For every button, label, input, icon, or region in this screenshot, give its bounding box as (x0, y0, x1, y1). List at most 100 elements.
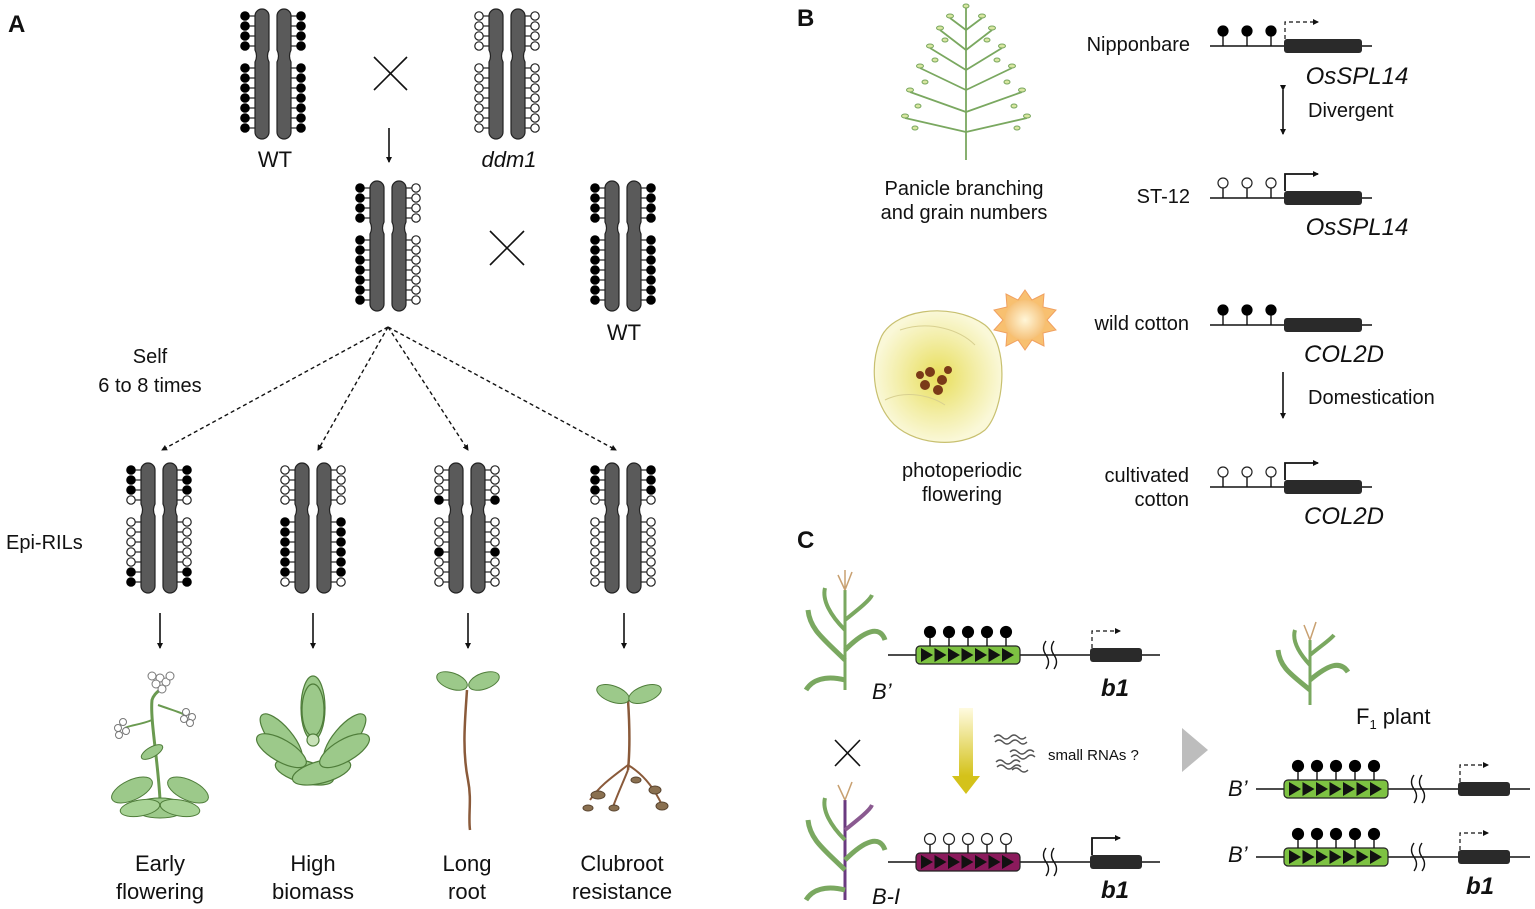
methylated-dot (590, 245, 600, 255)
methylated-dot (1265, 25, 1277, 37)
maize-plant-b-i (803, 781, 888, 902)
methylated-dot (296, 83, 306, 93)
unmethylated-dot (434, 557, 444, 567)
methylated-dot (434, 547, 444, 557)
methylated-dot (355, 193, 365, 203)
unmethylated-dot (474, 93, 484, 103)
methylated-dot (240, 11, 250, 21)
chromosome (391, 180, 407, 312)
chromosome-pair-wt (240, 8, 306, 140)
locus-f1-bottom (1256, 827, 1530, 872)
methylated-dot (923, 625, 937, 639)
phenotype-1-line2: flowering (116, 879, 204, 904)
unmethylated-dot (474, 31, 484, 41)
methylated-dot (590, 475, 600, 485)
repeat-triangle (1370, 782, 1382, 796)
methylated-dot (355, 285, 365, 295)
methylated-dot (336, 517, 346, 527)
unmethylated-dot (490, 567, 500, 577)
methylated-dot (280, 557, 290, 567)
methylated-dot (280, 517, 290, 527)
unmethylated-dot (434, 577, 444, 587)
repeat-triangle (921, 855, 933, 869)
chromosome (626, 462, 642, 594)
break-symbol (1042, 640, 1050, 670)
methylated-dot (590, 275, 600, 285)
panel-c-letter: C (797, 527, 814, 554)
gene-b1-f1: b1 (1466, 873, 1494, 900)
methylated-dot (355, 183, 365, 193)
methylated-dot (240, 113, 250, 123)
locus-f1-top (1256, 759, 1530, 804)
chromosome (294, 462, 310, 594)
methylated-dot (182, 567, 192, 577)
high-biomass-rosette-illustration (255, 675, 371, 786)
methylated-dot (355, 213, 365, 223)
methylated-dot (646, 235, 656, 245)
cotton-trait-line1: photoperiodic (902, 460, 1022, 482)
unmethylated-dot (530, 21, 540, 31)
methylated-dot (646, 265, 656, 275)
chromosome (604, 180, 620, 312)
methylated-dot (182, 475, 192, 485)
methylated-dot (240, 63, 250, 73)
chromosome (254, 8, 270, 140)
methylated-dot (1329, 827, 1343, 841)
unmethylated-dot (646, 527, 656, 537)
nipponbare-label: Nipponbare (1087, 34, 1190, 56)
methylated-dot (1291, 827, 1305, 841)
methylated-dot (126, 465, 136, 475)
methylated-dot (296, 113, 306, 123)
unmethylated-dot (336, 475, 346, 485)
methylated-dot (1241, 25, 1253, 37)
methylated-dot (942, 625, 956, 639)
repeat-triangle (1002, 648, 1014, 662)
unmethylated-dot (590, 577, 600, 587)
gene-exon (1284, 318, 1362, 332)
early-flowering-plant-illustration (111, 671, 209, 819)
gene-row-nipponbare (1210, 19, 1372, 53)
unmethylated-dot (182, 547, 192, 557)
parent-ddm1-label: ddm1 (481, 147, 536, 172)
chromosome (369, 180, 385, 312)
cultivated-line1: cultivated (1105, 465, 1190, 487)
methylated-dot (590, 213, 600, 223)
gene-row-st12 (1210, 171, 1372, 205)
phenotype-2-line2: biomass (272, 879, 354, 904)
methylated-dot (1265, 304, 1277, 316)
cotton-flower-illustration (873, 310, 1003, 443)
unmethylated-dot (590, 557, 600, 567)
methylated-dot (646, 245, 656, 255)
active-transcription-arrow (1091, 835, 1121, 855)
gene-exon (1458, 782, 1510, 796)
methylated-dot (240, 31, 250, 41)
unmethylated-dot (434, 527, 444, 537)
repeat-triangle (1343, 782, 1355, 796)
unmethylated-dot (961, 832, 975, 846)
methylated-dot (296, 63, 306, 73)
methylated-dot (1348, 827, 1362, 841)
rice-panicle-illustration (901, 3, 1031, 160)
methylated-dot (336, 567, 346, 577)
panel-a-letter: A (8, 11, 25, 38)
methylated-dot (1241, 304, 1253, 316)
unmethylated-dot (530, 63, 540, 73)
repeat-triangle (1289, 850, 1301, 864)
methylated-dot (590, 285, 600, 295)
unmethylated-dot (646, 577, 656, 587)
unmethylated-dot (411, 285, 421, 295)
unmethylated-dot (474, 11, 484, 21)
chromosome-pair-epiril-4 (590, 462, 656, 594)
gene-row-wild-cotton (1210, 304, 1372, 332)
unmethylated-dot (336, 495, 346, 505)
chromosome (316, 462, 332, 594)
methylated-dot (355, 265, 365, 275)
methylated-dot (240, 83, 250, 93)
methylated-dot (336, 537, 346, 547)
methylated-dot (1310, 827, 1324, 841)
methylated-dot (355, 295, 365, 305)
methylated-dot (999, 625, 1013, 639)
methylated-dot (240, 73, 250, 83)
repeat-triangle (988, 855, 1001, 869)
repeat-triangle (961, 648, 974, 662)
